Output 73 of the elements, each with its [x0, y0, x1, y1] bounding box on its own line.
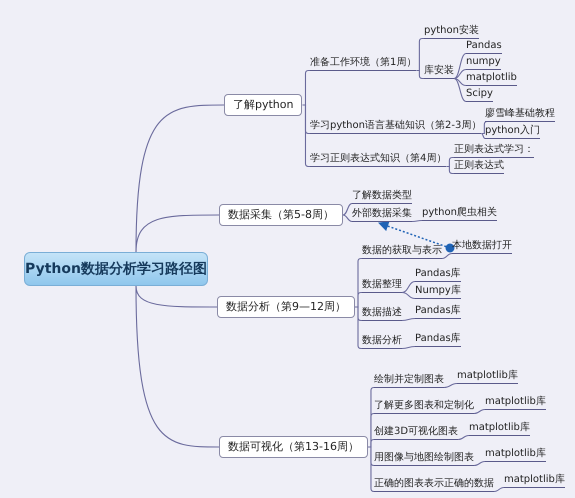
subtopic-label: numpy [466, 56, 501, 70]
subtopic-label: 学习python语言基础知识（第2-3周） [310, 120, 482, 134]
dashed-arrow [378, 221, 454, 252]
branch-line [368, 438, 375, 448]
subtopic-label: matplotlib库 [485, 396, 546, 410]
subtopic-label: matplotlib [466, 72, 517, 86]
branch-line [342, 214, 352, 222]
subtopic-label: matplotlib库 [485, 448, 546, 462]
branch-line [444, 382, 458, 388]
subtopic-label: Numpy库 [415, 285, 461, 299]
subtopic-label: matplotlib库 [504, 474, 565, 488]
branch-line [412, 220, 422, 222]
branch-line [416, 70, 424, 80]
branch-line [135, 286, 219, 448]
subtopic-label: matplotlib库 [457, 370, 518, 384]
branch-line [454, 78, 466, 102]
branch-line [402, 292, 416, 300]
subtopic-label: Scipy [466, 88, 493, 102]
subtopic-label: 正确的图表表示正确的数据 [374, 478, 494, 492]
branch-line [454, 78, 466, 86]
branch-line [454, 52, 466, 80]
subtopic-label: Pandas库 [415, 268, 461, 282]
subtopic-label: 了解数据类型 [352, 190, 412, 204]
branch-line [494, 486, 504, 492]
subtopic-label: 数据描述 [362, 307, 402, 321]
subtopic-label: python爬虫相关 [422, 207, 497, 221]
subtopic-label: 用图像与地图绘制图表 [374, 452, 474, 466]
branch-line [402, 346, 416, 350]
subtopic-label: 创建3D可视化图表 [374, 426, 458, 440]
branch-line [402, 318, 416, 322]
subtopic-label: 外部数据采集 [352, 208, 412, 222]
branch-line [446, 166, 454, 174]
subtopic-label: python入门 [485, 125, 540, 139]
branch-topic-box: 数据采集（第5-8周） [219, 204, 343, 226]
branch-line [302, 104, 310, 168]
subtopic-label: 了解更多图表和定制化 [374, 400, 474, 414]
subtopic-label: 数据分析 [362, 335, 402, 349]
subtopic-label: python安装 [424, 25, 479, 39]
branch-topic-box: 数据可视化（第13-16周） [219, 436, 368, 458]
branch-line [302, 70, 310, 106]
branch-line [355, 306, 362, 350]
subtopic-label: 本地数据打开 [452, 240, 512, 254]
branch-topic-box: 数据分析（第9—12周） [217, 296, 355, 318]
branch-line [481, 120, 488, 134]
subtopic-label: Pandas库 [415, 333, 461, 347]
branch-line [342, 202, 352, 216]
branch-line [474, 408, 486, 414]
subtopic-label: matplotlib库 [469, 422, 530, 436]
branch-line [458, 434, 470, 440]
branch-line [474, 460, 486, 466]
branch-line [355, 292, 362, 308]
branch-line [416, 38, 424, 72]
subtopic-label: 准备工作环境（第1周） [310, 57, 416, 71]
subtopic-label: 数据的获取与表示 [362, 245, 442, 259]
branch-line [135, 214, 219, 252]
subtopic-label: 绘制并定制图表 [374, 374, 444, 388]
branch-line [402, 280, 416, 294]
subtopic-label: Pandas [466, 40, 502, 54]
subtopic-label: 正则表达式学习： [454, 144, 534, 158]
subtopic-label: 学习正则表达式知识（第4周） [310, 153, 446, 167]
branch-line [446, 156, 454, 168]
subtopic-label: 正则表达式 [454, 160, 504, 174]
branch-line [135, 286, 217, 308]
central-topic-box: Python数据分析学习路径图 [24, 252, 208, 286]
branch-line [454, 68, 466, 80]
subtopic-label: Pandas库 [415, 305, 461, 319]
subtopic-label: 数据整理 [362, 279, 402, 293]
branch-line [442, 252, 452, 260]
branch-line [481, 133, 486, 139]
branch-topic-box: 了解python [224, 94, 302, 116]
subtopic-label: 库安装 [424, 65, 454, 79]
branch-line [368, 446, 375, 492]
subtopic-label: 廖雪峰基础教程 [485, 108, 555, 122]
